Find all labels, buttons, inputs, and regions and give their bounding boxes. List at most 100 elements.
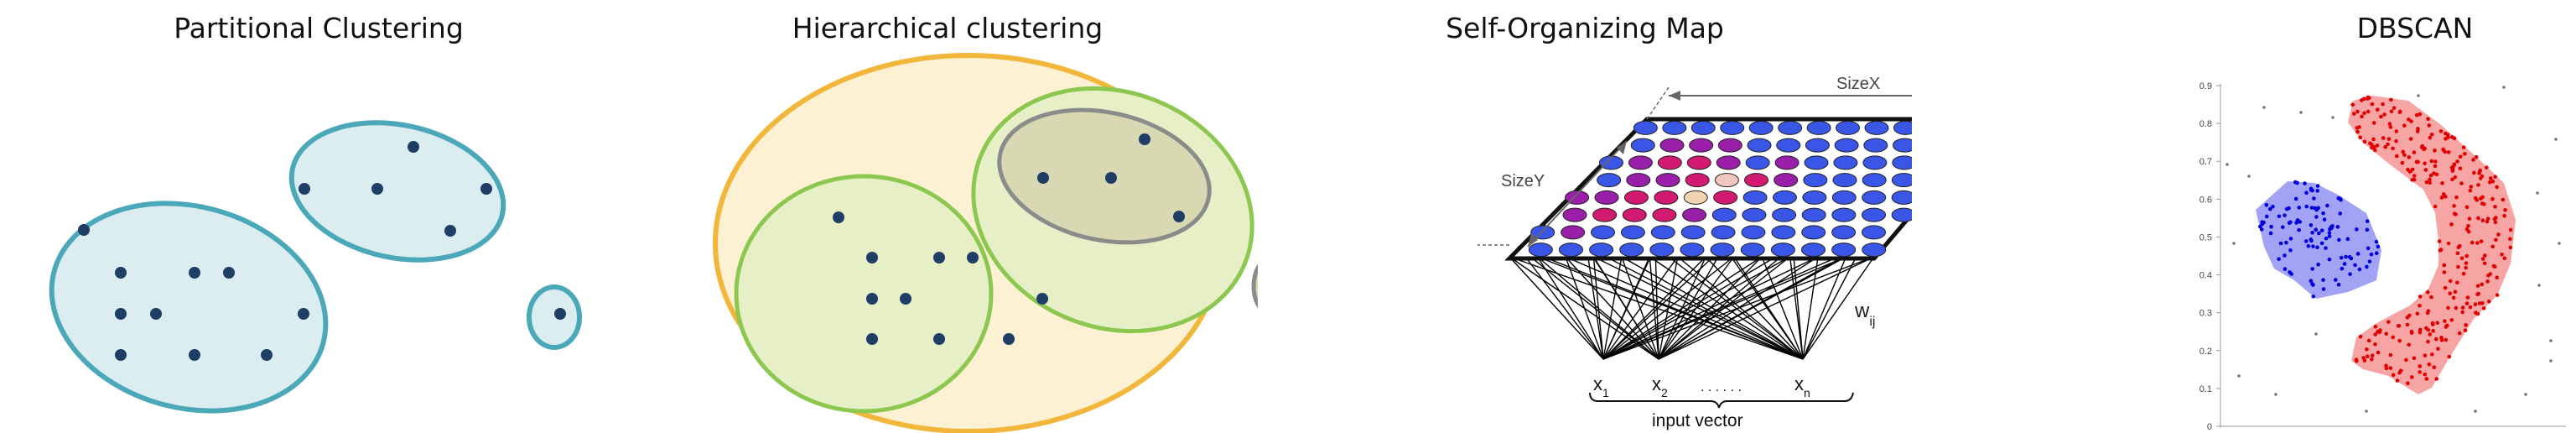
cluster-point xyxy=(2483,253,2487,258)
cluster-point xyxy=(2408,170,2413,174)
som-connection-line xyxy=(1509,256,1604,360)
cluster-point xyxy=(2477,171,2481,175)
som-connection-line xyxy=(1509,256,1659,360)
cluster-point xyxy=(2373,324,2378,329)
cluster-point xyxy=(2450,169,2455,173)
som-neuron xyxy=(1714,173,1739,188)
som-neuron xyxy=(1742,207,1767,222)
som-neuron xyxy=(1713,190,1738,205)
noise-point xyxy=(2225,163,2229,166)
cluster-point xyxy=(2446,305,2450,310)
data-point xyxy=(444,225,456,237)
cluster-ellipse-left xyxy=(49,201,329,414)
cluster-point xyxy=(2439,335,2444,340)
noise-point xyxy=(2554,138,2558,141)
input-vector-label: input vector xyxy=(1652,411,1743,430)
cluster-point xyxy=(2366,109,2371,114)
som-neuron xyxy=(1831,225,1857,240)
cluster-point xyxy=(2378,328,2382,332)
cluster-point xyxy=(2365,354,2370,359)
data-point xyxy=(967,252,979,263)
som-neuron xyxy=(1776,138,1801,153)
som-neuron xyxy=(1745,155,1770,170)
cluster-point xyxy=(2392,106,2397,111)
cluster-point xyxy=(2410,178,2414,182)
som-neuron xyxy=(1591,225,1616,240)
cluster-point xyxy=(2354,357,2359,362)
cluster-point xyxy=(2433,149,2437,153)
som-neuron xyxy=(1633,120,1658,135)
cluster-point xyxy=(2433,336,2438,342)
som-neuron xyxy=(1771,225,1796,240)
cluster-point xyxy=(2433,204,2438,209)
cluster-point xyxy=(2474,154,2479,159)
cluster-point xyxy=(2360,98,2364,102)
som-neuron xyxy=(1862,173,1887,188)
input-brace xyxy=(1589,392,1854,409)
cluster-point xyxy=(2284,206,2289,211)
cluster-point xyxy=(2479,239,2484,243)
data-point xyxy=(900,293,911,305)
som-neuron xyxy=(1862,225,1887,240)
cluster-point xyxy=(2429,295,2433,300)
som-neuron xyxy=(1689,138,1714,153)
cluster-point xyxy=(2355,227,2359,232)
noise-point xyxy=(2299,111,2303,114)
cluster-point xyxy=(2366,338,2371,343)
cluster-point xyxy=(2469,185,2474,189)
cluster-point xyxy=(2389,97,2393,102)
cluster-point xyxy=(2371,121,2376,125)
data-point xyxy=(1036,293,1048,305)
cluster-point xyxy=(2447,354,2452,359)
cluster-point xyxy=(2495,293,2500,297)
som-neuron xyxy=(1831,190,1857,205)
cluster-point xyxy=(2501,197,2506,202)
som-connection-line xyxy=(1536,256,1604,360)
sizey-arrowhead-top xyxy=(1617,141,1627,154)
cluster-point xyxy=(2405,322,2410,327)
noise-point xyxy=(2365,410,2368,413)
weight-label: wij xyxy=(1854,300,1875,329)
cluster-point xyxy=(2362,139,2367,144)
cluster-point xyxy=(2370,353,2375,357)
cluster-point xyxy=(2394,154,2399,159)
som-neuron xyxy=(1862,243,1887,258)
cluster-point xyxy=(2423,168,2428,172)
som-neuron xyxy=(1834,138,1859,153)
cluster-point xyxy=(2467,216,2472,221)
cluster-point xyxy=(2288,248,2293,253)
cluster-point xyxy=(2388,352,2393,357)
cluster-point xyxy=(2436,347,2440,352)
cluster-point xyxy=(2456,264,2460,269)
cluster-point xyxy=(2508,237,2512,242)
som-neuron xyxy=(1772,190,1797,205)
cluster-point xyxy=(2414,112,2419,117)
cluster-point xyxy=(2397,109,2402,114)
cluster-point xyxy=(2460,310,2464,315)
cluster-point xyxy=(2381,136,2386,140)
cluster-point xyxy=(2295,180,2299,185)
cluster-point xyxy=(2428,180,2432,185)
data-point xyxy=(150,308,162,320)
som-connection-line xyxy=(1517,246,1659,360)
cluster-point xyxy=(2502,256,2507,261)
cluster-point xyxy=(2418,327,2423,332)
cluster-point xyxy=(2435,321,2440,326)
cluster-point xyxy=(2418,112,2423,117)
cluster-point xyxy=(2495,275,2500,280)
cluster-point xyxy=(2428,332,2433,336)
som-neuron xyxy=(1716,155,1741,170)
cluster-point xyxy=(2330,224,2334,228)
cluster-point xyxy=(2406,381,2410,386)
cluster-point xyxy=(2437,239,2442,243)
som-neuron xyxy=(1626,173,1651,188)
cluster-point xyxy=(2277,214,2282,219)
cluster-point xyxy=(2271,204,2275,209)
y-tick-label: 0.4 xyxy=(2199,271,2212,281)
som-neuron xyxy=(1802,190,1827,205)
cluster-point xyxy=(2431,329,2435,333)
cluster-point xyxy=(2433,159,2438,164)
cluster-point xyxy=(2365,219,2370,223)
cluster-point xyxy=(2438,129,2444,133)
som-neuron xyxy=(1720,120,1745,135)
